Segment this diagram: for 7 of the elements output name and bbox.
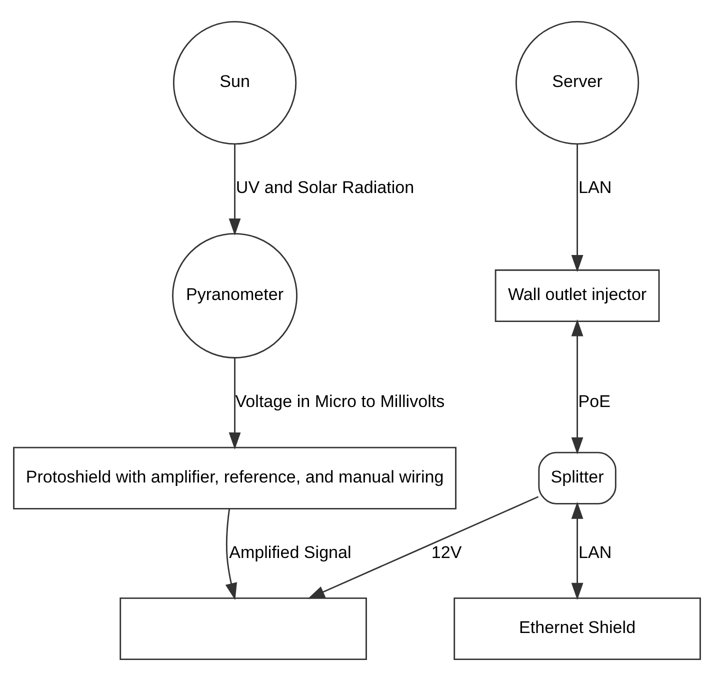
edge-label: Voltage in Micro to Millivolts <box>235 392 445 412</box>
edge-label: Amplified Signal <box>229 542 352 562</box>
edge-label: UV and Solar Radiation <box>236 178 414 198</box>
edge-label: LAN <box>578 178 612 198</box>
edge-label: 12V <box>431 542 462 562</box>
edge-label: PoE <box>578 392 610 412</box>
edge-label: LAN <box>578 542 612 562</box>
